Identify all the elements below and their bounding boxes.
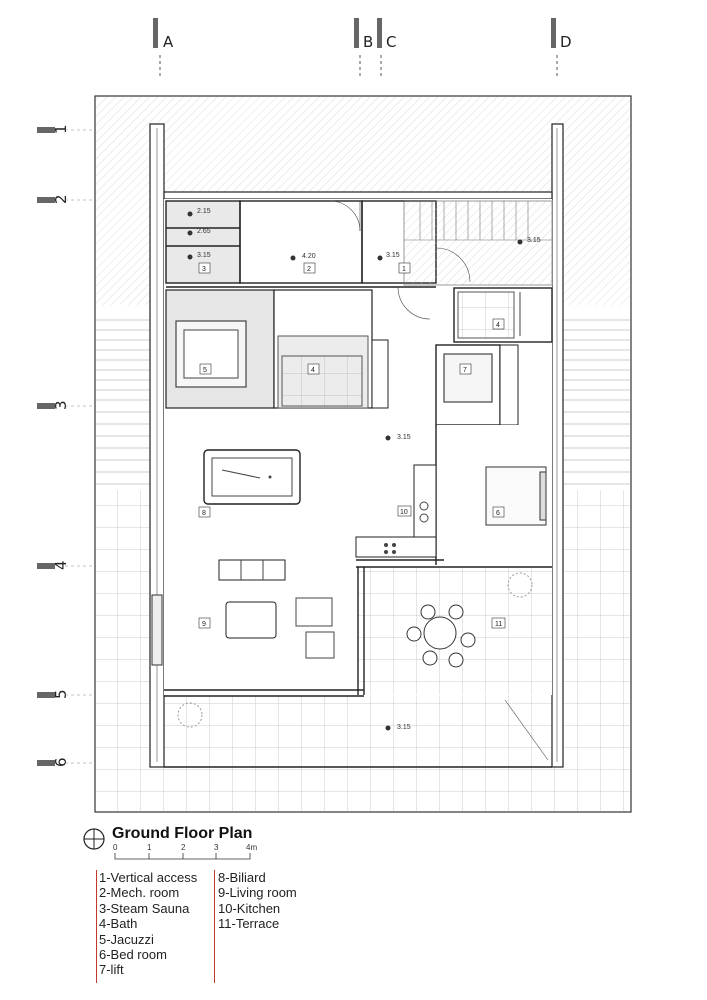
left-paving <box>96 490 154 811</box>
left-deck <box>96 319 150 485</box>
grid-label-6: 6 <box>52 757 70 767</box>
room-number: 1 <box>402 266 406 273</box>
room-number: 6 <box>496 510 500 517</box>
right-deck <box>562 319 630 485</box>
legend-item: 5-Jacuzzi <box>99 931 154 947</box>
kitchen-counter-bottom <box>355 536 437 558</box>
legend-item: 2-Mech. room <box>99 885 180 901</box>
scale-label: 1 <box>147 843 152 852</box>
armchair <box>295 597 333 627</box>
coffee-table <box>225 601 277 639</box>
room-number: 8 <box>202 510 206 517</box>
armchair-2 <box>305 631 335 659</box>
room-tags <box>198 262 506 629</box>
legend-item: 8-Biliard <box>218 870 266 885</box>
grid-marker-b <box>354 18 359 48</box>
left-landscape-hatch <box>96 195 154 305</box>
legend-column-1: 1-Vertical access 2-Mech. room 3-Steam S… <box>99 870 197 978</box>
south-paving <box>154 696 558 811</box>
dining-set <box>406 604 476 668</box>
legend-item: 3-Steam Sauna <box>99 900 190 916</box>
level-label: 4.20 <box>302 253 316 260</box>
grid-marker-d <box>551 18 556 48</box>
legend-rule-left <box>96 870 97 983</box>
legend-item: 11-Terrace <box>218 916 280 932</box>
scale-bar: 0 1 2 3 4m <box>113 843 257 860</box>
room-number: 2 <box>307 266 311 273</box>
legend-rule-right <box>214 870 215 983</box>
grid-label-d: D <box>560 33 572 51</box>
room-number: 4 <box>496 322 500 329</box>
legend-item: 1-Vertical access <box>99 870 198 885</box>
level-label: 3.15 <box>397 724 411 731</box>
scale-label: 3 <box>214 843 219 852</box>
top-landscape-hatch <box>96 97 630 195</box>
grid-label-2: 2 <box>52 194 70 204</box>
sofa <box>218 559 286 581</box>
staircase <box>403 200 553 286</box>
legend-item: 7-lift <box>99 962 124 978</box>
level-label: 2.65 <box>197 228 211 235</box>
grid-label-1: 1 <box>52 124 70 134</box>
grid-label-3: 3 <box>52 400 70 410</box>
legend-item: 4-Bath <box>99 916 138 932</box>
legend-item: 6-Bed room <box>99 947 167 963</box>
level-markers <box>187 211 523 731</box>
grid-label-4: 4 <box>52 560 70 570</box>
side-window <box>151 594 163 666</box>
level-label: 3.15 <box>527 237 541 244</box>
grid-label-a: A <box>163 33 174 51</box>
level-label: 2.15 <box>197 208 211 215</box>
room-number: 3 <box>202 266 206 273</box>
room-number: 7 <box>463 367 467 374</box>
right-landscape-hatch <box>558 195 630 305</box>
level-label: 3.15 <box>197 252 211 259</box>
kitchen-counter <box>413 464 437 538</box>
grid-marker-c <box>377 18 382 48</box>
room-number: 5 <box>203 367 207 374</box>
room-number: 10 <box>400 509 408 516</box>
north-symbol <box>83 828 105 850</box>
level-label: 3.15 <box>386 252 400 259</box>
planter-south <box>177 702 203 728</box>
drawing-title: Ground Floor Plan <box>112 825 252 842</box>
room-number: 11 <box>495 621 502 628</box>
lift-car <box>443 353 493 403</box>
grid-label-c: C <box>386 33 396 51</box>
planter-terrace <box>507 572 533 598</box>
grid-label-b: B <box>363 33 373 51</box>
terrace-walls <box>164 559 552 768</box>
billiard-table <box>203 449 301 505</box>
legend-item: 10-Kitchen <box>218 900 281 916</box>
legend-column-2: 8-Biliard 9-Living room 10-Kitchen 11-Te… <box>218 870 297 932</box>
right-paving <box>558 490 630 811</box>
grid-column-markers: A B C D <box>153 18 572 78</box>
scale-label: 4m <box>246 843 257 852</box>
room-number: 4 <box>311 367 315 374</box>
level-label: 3.15 <box>397 434 411 441</box>
grid-marker-a <box>153 18 158 48</box>
scale-label: 2 <box>181 843 186 852</box>
scale-label: 0 <box>113 843 118 852</box>
room-number: 9 <box>202 621 206 628</box>
legend-item: 9-Living room <box>218 885 297 901</box>
grid-label-5: 5 <box>52 689 70 699</box>
